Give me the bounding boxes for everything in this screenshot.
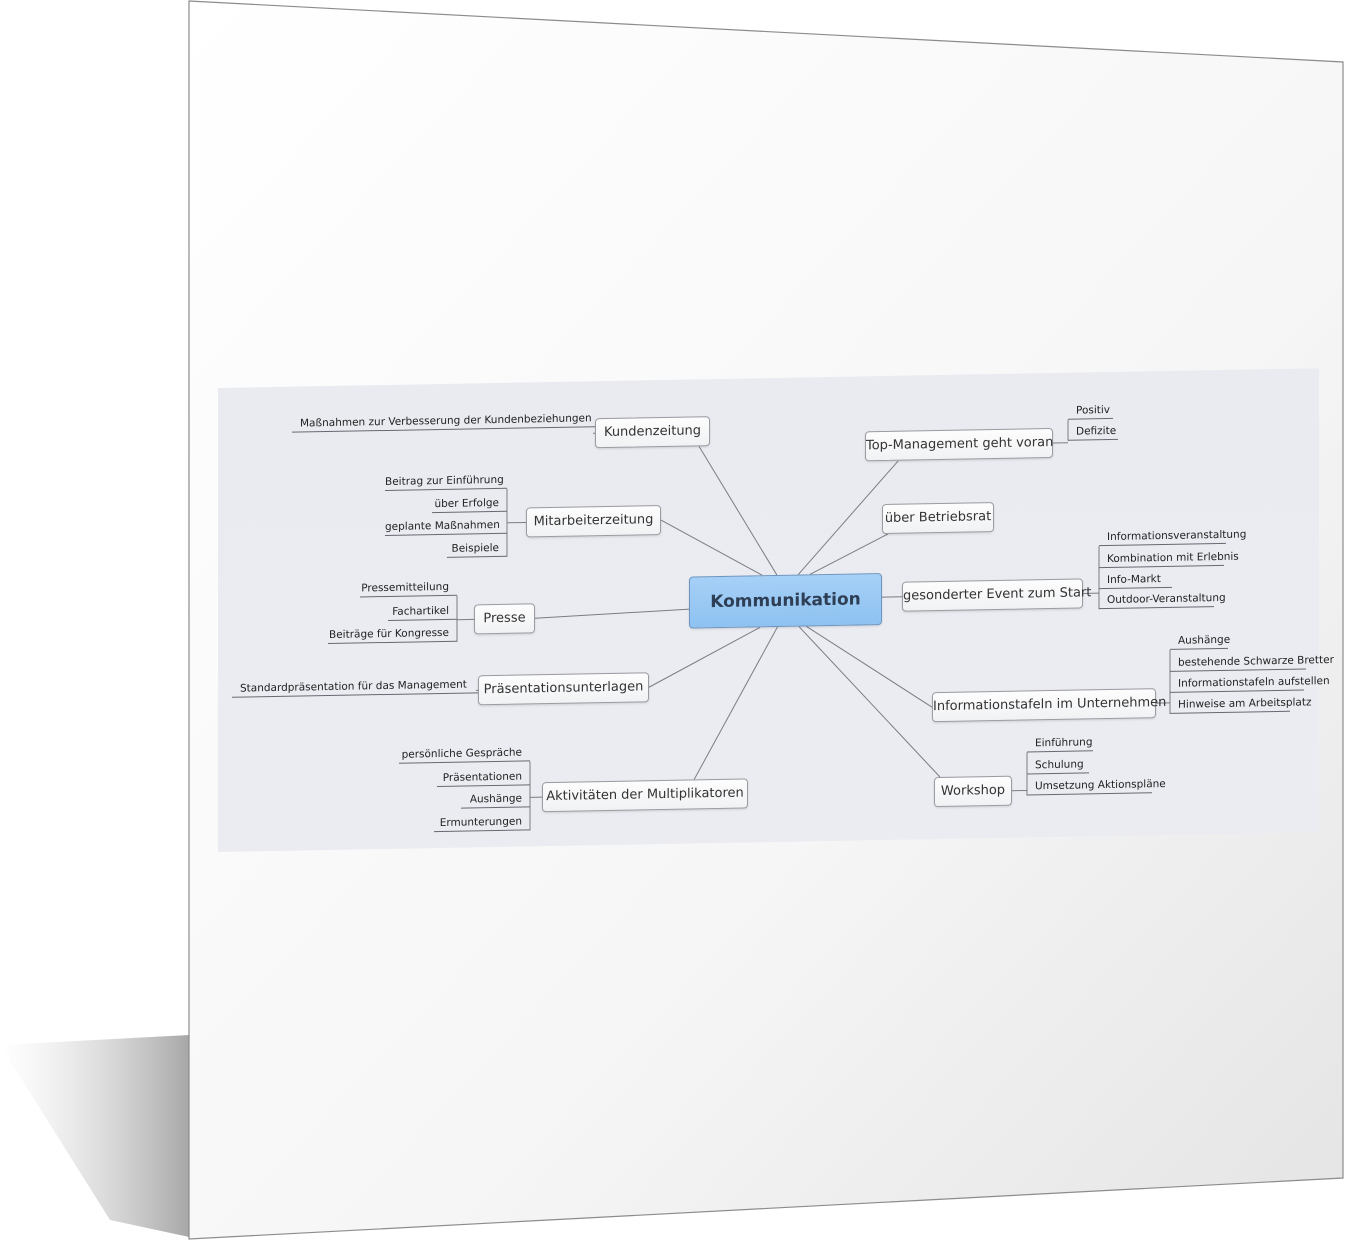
leaf-info-markt: Info-Markt [1099,570,1172,590]
leaf-beitrag-einfuehrung: Beitrag zur Einführung [385,471,507,491]
leaf-schulung: Schulung [1027,756,1089,775]
connector-branch-kundenzeitung [698,446,778,576]
connector-branch-aktivitaeten-multiplikatoren [693,626,778,780]
center-node[interactable]: Kommunikation [689,573,882,629]
branch-informationstafeln[interactable]: Informationstafeln im Unternehmen [932,688,1166,723]
sheet-shadow [0,1035,189,1237]
leaf-ueber-erfolge: über Erfolge [432,494,507,514]
branch-kundenzeitung[interactable]: Kundenzeitung [595,416,710,449]
branch-workshop[interactable]: Workshop [934,775,1012,808]
leaf-aushaenge-right: Aushänge [1170,631,1230,650]
connector-branch-workshop [798,626,941,778]
leaf-einfuehrung: Einführung [1027,734,1093,753]
connector-branch-mitarbeiterzeitung [660,519,763,576]
leaf-ermunterungen: Ermunterungen [434,813,530,833]
leaf-hinweise-arbeitsplatz: Hinweise am Arbeitsplatz [1170,694,1311,714]
branch-top-management[interactable]: Top-Management geht voran [865,427,1053,462]
branch-event-start[interactable]: gesonderter Event zum Start [902,578,1091,612]
mindmap-panel: Kommunikation Kundenzeitung Mitarbeiterz… [218,368,1334,852]
leaf-kongresse: Beiträge für Kongresse [328,624,457,645]
leaf-informationstafeln-aufstellen: Informationstafeln aufstellen [1170,673,1330,693]
leaf-praesentationen: Präsentationen [437,768,530,788]
leaf-outdoor-veranstaltung: Outdoor-Veranstaltung [1099,590,1226,610]
leaf-fachartikel: Fachartikel [388,602,457,621]
leaf-defizite: Defizite [1068,422,1118,441]
leaf-umsetzung-aktionsplaene: Umsetzung Aktionspläne [1027,776,1166,796]
leaf-informationsveranstaltung: Informationsveranstaltung [1099,526,1246,547]
leaf-aushaenge-left: Aushänge [461,790,530,809]
branch-presse[interactable]: Presse [474,603,535,635]
connector-branch-praesentationsunterlagen [648,626,761,688]
leaf-kombination-erlebnis: Kombination mit Erlebnis [1099,548,1239,569]
leaf-persoenliche-gespraeche: persönliche Gespräche [399,744,530,764]
leaf-positiv: Positiv [1068,401,1113,420]
leaf-schwarze-bretter: bestehende Schwarze Bretter [1170,652,1334,672]
branch-praesentationsunterlagen[interactable]: Präsentationsunterlagen [478,672,649,706]
leaf-beispiele: Beispiele [447,539,507,558]
branch-mitarbeiterzeitung[interactable]: Mitarbeiterzeitung [526,505,661,538]
branch-betriebsrat[interactable]: über Betriebsrat [882,502,994,535]
leaf-pressemitteilung: Pressemitteilung [360,578,457,598]
connector-branch-top-management [797,460,899,575]
leaf-geplante-massnahmen: geplante Maßnahmen [385,516,507,536]
branch-aktivitaeten-multiplikatoren[interactable]: Aktivitäten der Multiplikatoren [542,778,748,813]
connector-branch-betriebsrat [809,533,889,575]
connector-branch-informationstafeln [806,625,933,708]
